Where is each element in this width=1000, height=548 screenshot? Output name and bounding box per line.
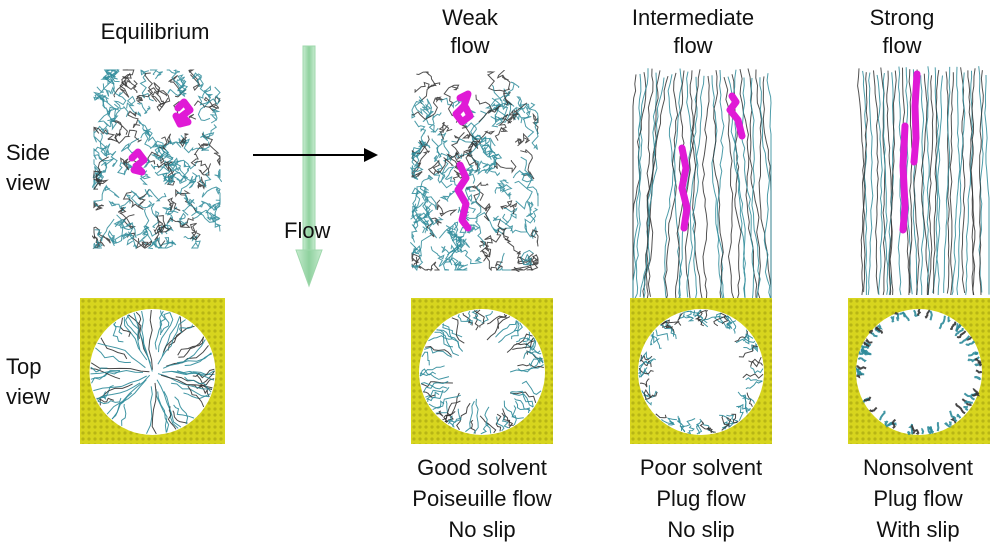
polymer-chains xyxy=(410,70,539,272)
flow-arrow xyxy=(295,45,323,288)
pore xyxy=(856,309,982,435)
highlighted-chain xyxy=(454,161,472,232)
caption-weak-flow: Good solvent Poiseuille flow No slip xyxy=(387,452,577,545)
transition-arrow xyxy=(253,148,378,162)
highlighted-chain xyxy=(128,148,148,176)
title-intermediate-line1: Intermediate xyxy=(631,5,755,30)
polymer-chains xyxy=(92,68,222,250)
caption-intermediate-solvent: Poor solvent xyxy=(639,455,763,480)
top-view-intermediate-flow xyxy=(630,298,772,444)
caption-strong-slip: With slip xyxy=(876,517,960,542)
title-equilibrium: Equilibrium xyxy=(100,19,210,44)
side-view-weak-flow xyxy=(410,70,539,272)
row-side-line1: Side xyxy=(6,140,51,165)
caption-intermediate-profile: Plug flow xyxy=(656,486,746,511)
title-strong-line2: flow xyxy=(882,33,922,58)
highlighted-chain xyxy=(910,70,921,166)
highlighted-chain xyxy=(172,98,194,128)
flow-label: Flow xyxy=(284,218,331,243)
side-view-strong-flow xyxy=(857,66,990,296)
title-strong-flow: Strong flow xyxy=(812,4,992,60)
pore xyxy=(419,309,545,435)
caption-weak-slip: No slip xyxy=(448,517,516,542)
title-weak-line2: flow xyxy=(450,33,490,58)
pore xyxy=(638,309,764,435)
highlighted-chain xyxy=(678,144,691,232)
flow-arrows xyxy=(253,45,378,288)
title-intermediate-flow: Intermediate flow xyxy=(603,4,783,60)
title-weak-line1: Weak xyxy=(442,5,498,30)
row-label-side-view: Side view xyxy=(6,138,76,198)
row-label-top-view: Top view xyxy=(6,352,76,412)
polymer-chains xyxy=(632,68,772,300)
polymer-chains xyxy=(855,309,983,436)
top-view-strong-flow xyxy=(848,298,990,444)
caption-weak-profile: Poiseuille flow xyxy=(412,486,552,511)
caption-strong-profile: Plug flow xyxy=(873,486,963,511)
polymer-chains xyxy=(90,309,215,435)
polymer-chains xyxy=(419,309,544,435)
caption-weak-solvent: Good solvent xyxy=(417,455,547,480)
caption-intermediate-flow: Poor solvent Plug flow No slip xyxy=(606,452,796,545)
caption-strong-flow: Nonsolvent Plug flow With slip xyxy=(823,452,1000,545)
row-top-line2: view xyxy=(6,384,51,409)
row-top-line1: Top xyxy=(6,354,42,379)
polymer-chains xyxy=(857,66,990,296)
title-intermediate-line2: flow xyxy=(673,33,713,58)
side-view-intermediate-flow xyxy=(632,68,772,300)
top-view-weak-flow xyxy=(411,298,553,444)
title-strong-line1: Strong xyxy=(869,5,935,30)
top-view-equilibrium xyxy=(80,298,225,444)
highlighted-chain xyxy=(899,122,909,234)
row-side-line2: view xyxy=(6,170,51,195)
highlighted-chain xyxy=(726,92,746,140)
caption-strong-solvent: Nonsolvent xyxy=(862,455,974,480)
title-weak-flow: Weak flow xyxy=(380,4,560,60)
highlighted-chain xyxy=(452,90,474,126)
polymer-chains xyxy=(638,309,764,435)
caption-intermediate-slip: No slip xyxy=(667,517,735,542)
side-view-equilibrium xyxy=(92,68,222,250)
